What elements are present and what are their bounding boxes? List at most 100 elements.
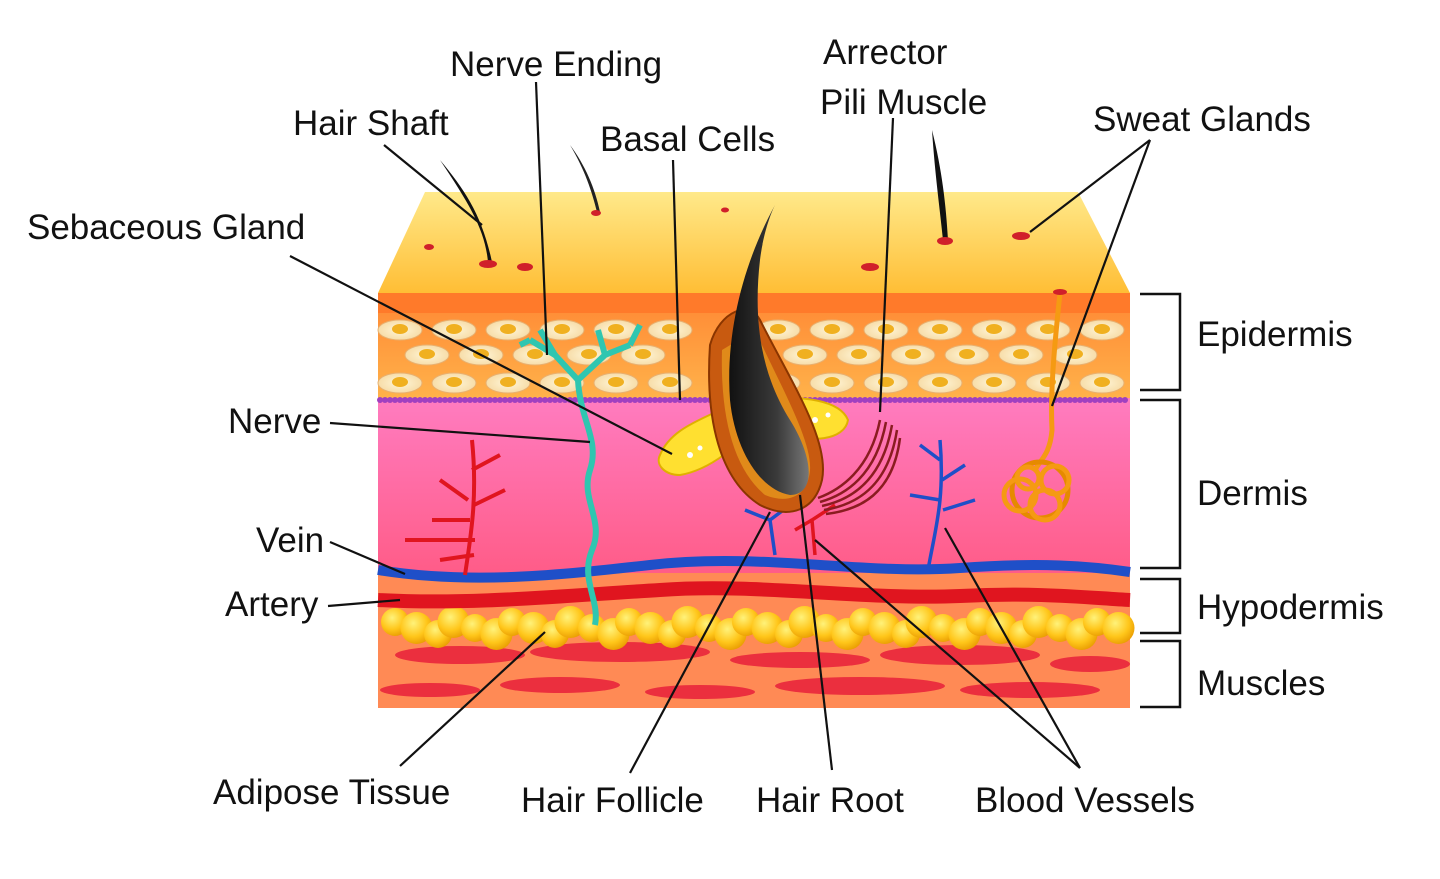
basal-cell — [702, 397, 708, 403]
basal-cell — [917, 397, 923, 403]
basal-cell — [1067, 397, 1073, 403]
cell-nucleus — [1094, 324, 1110, 334]
basal-cell — [947, 397, 953, 403]
basal-cell — [922, 397, 928, 403]
cell-nucleus — [959, 349, 975, 359]
basal-cell — [542, 397, 548, 403]
basal-cell — [862, 397, 868, 403]
cell-nucleus — [1013, 349, 1029, 359]
basal-cell — [952, 397, 958, 403]
cell-nucleus — [554, 377, 570, 387]
basal-cell — [482, 397, 488, 403]
basal-cell — [1102, 397, 1108, 403]
basal-cell — [472, 397, 478, 403]
cell-nucleus — [500, 377, 516, 387]
basal-cell — [437, 397, 443, 403]
basal-cell — [987, 397, 993, 403]
basal-cell — [467, 397, 473, 403]
basal-cell — [1072, 397, 1078, 403]
basal-cell — [1062, 397, 1068, 403]
basal-cell — [682, 397, 688, 403]
basal-cell — [462, 397, 468, 403]
basal-cell — [572, 397, 578, 403]
basal-cell — [1122, 397, 1128, 403]
basal-cell — [517, 397, 523, 403]
basal-cell — [1017, 397, 1023, 403]
adipose-fat — [381, 606, 1135, 650]
basal-cell — [982, 397, 988, 403]
label-arrector-line1: Arrector — [823, 33, 948, 72]
basal-cell — [662, 397, 668, 403]
label-epidermis: Epidermis — [1197, 315, 1353, 354]
cell-nucleus — [392, 324, 408, 334]
basal-cell — [902, 397, 908, 403]
cell-nucleus — [635, 349, 651, 359]
basal-cell — [537, 397, 543, 403]
basal-cell — [1002, 397, 1008, 403]
basal-cell — [942, 397, 948, 403]
basal-cell — [532, 397, 538, 403]
basal-cell — [642, 397, 648, 403]
basal-cell — [697, 397, 703, 403]
basal-cell — [512, 397, 518, 403]
cell-nucleus — [608, 377, 624, 387]
basal-cell — [392, 397, 398, 403]
layer-brackets — [1140, 292, 1182, 709]
basal-cell — [932, 397, 938, 403]
basal-cell — [447, 397, 453, 403]
cell-nucleus — [1040, 324, 1056, 334]
basal-cell — [442, 397, 448, 403]
cell-nucleus — [500, 324, 516, 334]
basal-cell — [527, 397, 533, 403]
basal-cell — [1057, 397, 1063, 403]
label-hair-follicle: Hair Follicle — [521, 781, 704, 820]
basal-cell — [837, 397, 843, 403]
cell-nucleus — [878, 324, 894, 334]
label-hypodermis: Hypodermis — [1197, 588, 1384, 627]
sweat-gland — [1001, 292, 1072, 523]
cell-nucleus — [986, 324, 1002, 334]
label-sweat-glands: Sweat Glands — [1093, 100, 1311, 139]
basal-cell — [842, 397, 848, 403]
basal-cell — [872, 397, 878, 403]
basal-cell — [552, 397, 558, 403]
label-adipose-tissue: Adipose Tissue — [213, 773, 451, 812]
cell-nucleus — [797, 349, 813, 359]
basal-cell — [1082, 397, 1088, 403]
basal-cell — [382, 397, 388, 403]
basal-cell — [427, 397, 433, 403]
label-vein: Vein — [256, 521, 325, 560]
cell-nucleus — [824, 377, 840, 387]
basal-cell — [502, 397, 508, 403]
basal-cell — [912, 397, 918, 403]
vein — [377, 555, 1131, 583]
cell-nucleus — [905, 349, 921, 359]
label-hair-shaft: Hair Shaft — [293, 104, 449, 143]
basal-cell — [997, 397, 1003, 403]
cell-nucleus — [1094, 377, 1110, 387]
basal-cell — [612, 397, 618, 403]
basal-cell — [432, 397, 438, 403]
basal-cell — [637, 397, 643, 403]
label-hair-root: Hair Root — [756, 781, 904, 820]
basal-cell — [887, 397, 893, 403]
label-nerve: Nerve — [228, 402, 322, 441]
cell-nucleus — [392, 377, 408, 387]
basal-cell — [977, 397, 983, 403]
surface-hairs — [440, 130, 948, 262]
basal-cell — [832, 397, 838, 403]
basal-cell — [1077, 397, 1083, 403]
muscle-fibers — [380, 642, 1130, 699]
basal-cell — [1107, 397, 1113, 403]
basal-cell — [587, 397, 593, 403]
basal-cell — [652, 397, 658, 403]
label-dermis: Dermis — [1197, 474, 1308, 513]
basal-cell — [452, 397, 458, 403]
basal-cell — [1112, 397, 1118, 403]
basal-cell — [397, 397, 403, 403]
cell-nucleus — [554, 324, 570, 334]
basal-cell — [957, 397, 963, 403]
basal-cell — [1037, 397, 1043, 403]
basal-cell — [857, 397, 863, 403]
